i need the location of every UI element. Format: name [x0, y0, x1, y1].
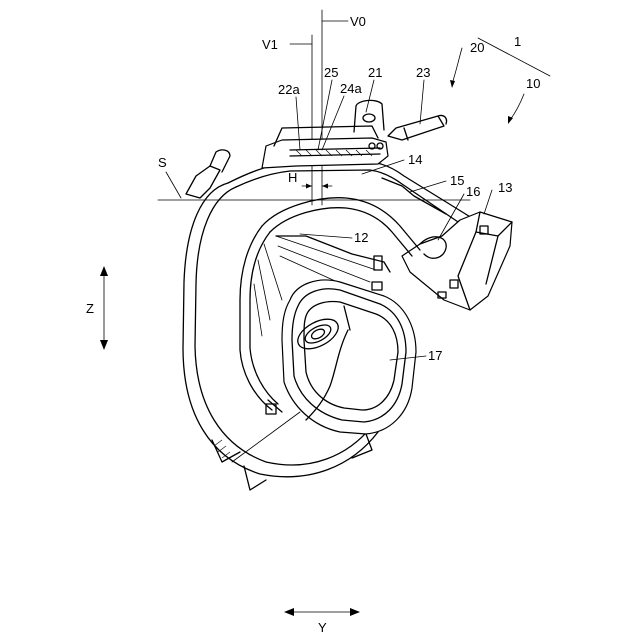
label-21: 21 — [368, 65, 382, 80]
top-housing — [262, 100, 388, 168]
label-s: S — [158, 155, 167, 170]
label-14: 14 — [408, 152, 422, 167]
label-17: 17 — [428, 348, 442, 363]
label-22a: 22a — [278, 82, 300, 97]
drum-17 — [232, 280, 416, 462]
label-v0: V0 — [350, 14, 366, 29]
label-12: 12 — [354, 230, 368, 245]
label-23: 23 — [416, 65, 430, 80]
surface-line-s-leader — [166, 172, 181, 198]
label-10: 10 — [526, 76, 540, 91]
label-z: Z — [86, 301, 94, 316]
label-24a: 24a — [340, 81, 362, 96]
left-stud — [186, 150, 230, 198]
z-direction-arrow — [100, 266, 108, 350]
label-15: 15 — [450, 173, 464, 188]
dimension-h — [302, 184, 332, 189]
label-25: 25 — [324, 65, 338, 80]
label-v1: V1 — [262, 37, 278, 52]
y-direction-arrow — [284, 608, 360, 616]
label-h: H — [288, 170, 297, 185]
label-13: 13 — [498, 180, 512, 195]
label-16: 16 — [466, 184, 480, 199]
component-13 — [402, 212, 512, 310]
label-20: 20 — [470, 40, 484, 55]
label-y: Y — [318, 620, 327, 635]
connector-23 — [388, 115, 447, 140]
label-1: 1 — [514, 34, 521, 49]
